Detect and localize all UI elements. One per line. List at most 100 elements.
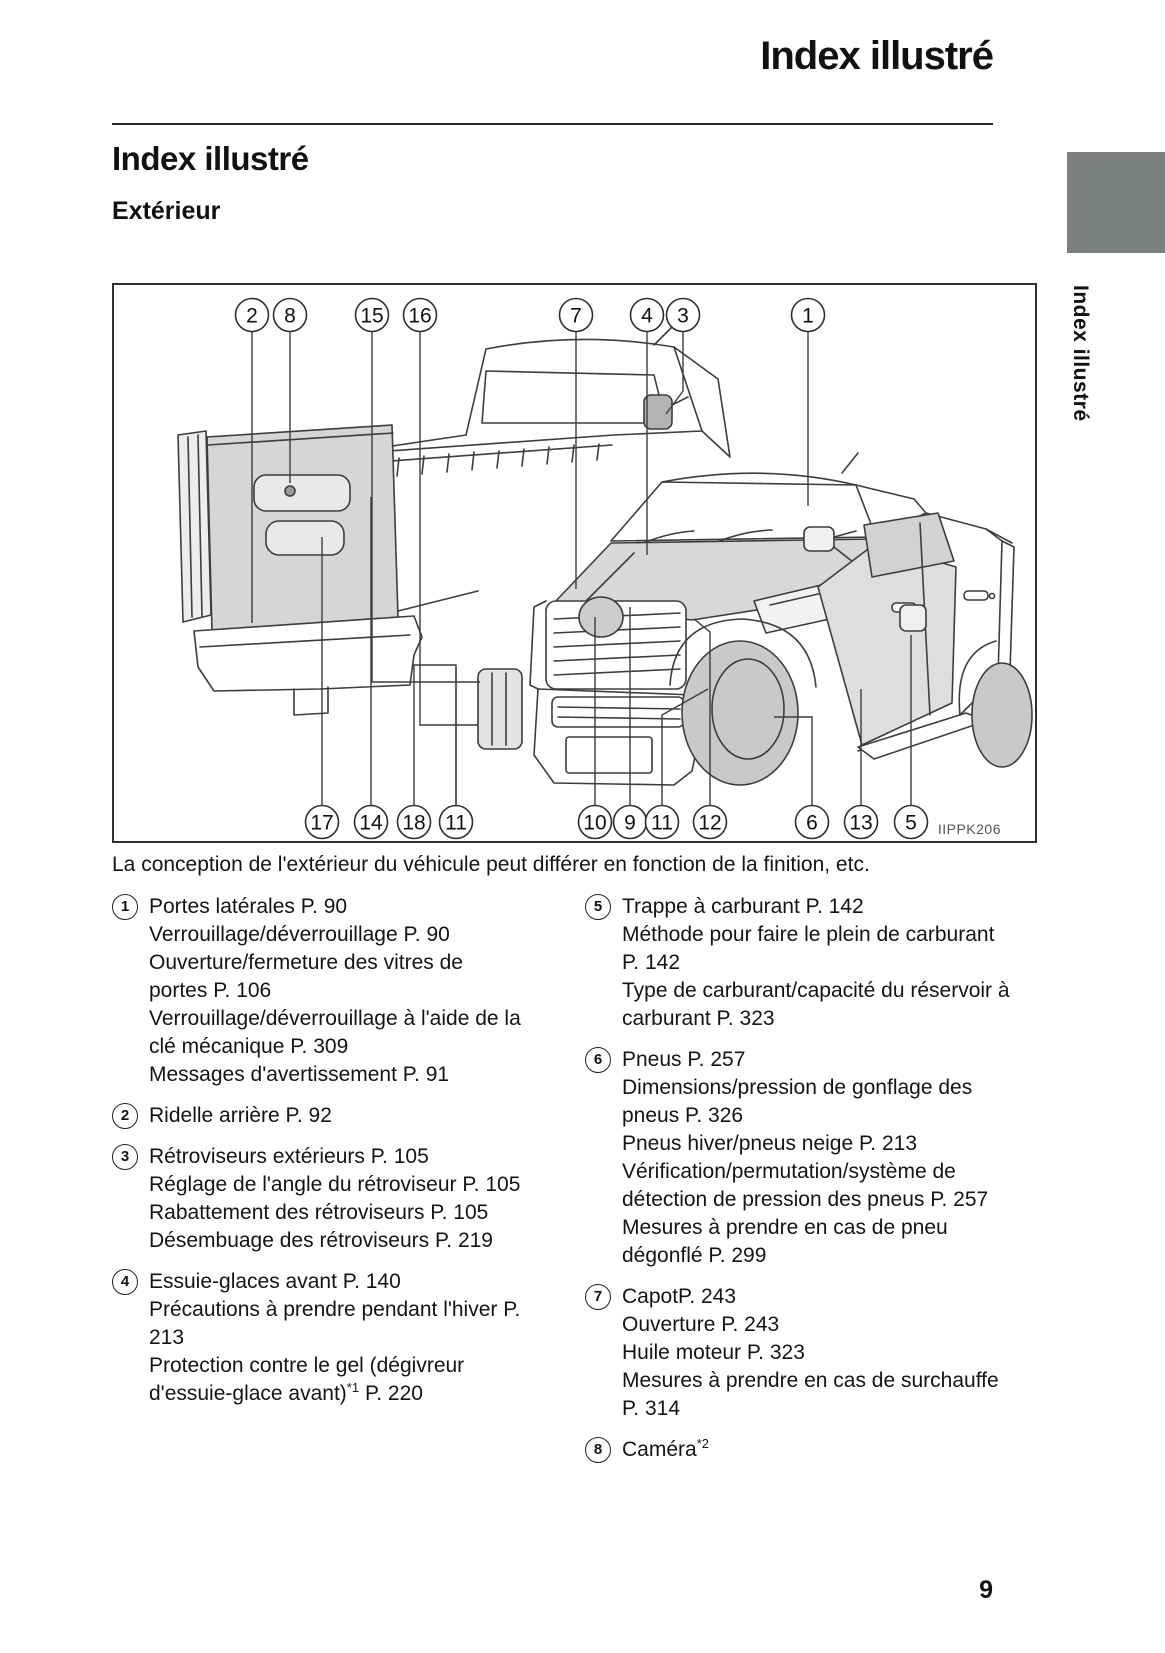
item-subentry: Désembuage des rétroviseurs P. 219 xyxy=(149,1229,493,1252)
callout-2: 2 xyxy=(234,297,270,333)
item-subentry: Pneus hiver/pneus neige P. 213 xyxy=(622,1132,918,1155)
item-number-badge: 4 xyxy=(112,1269,138,1295)
truck-line-art: 2 8 15 16 7 43 1 17 14 18 11 10 9 11 12 6 13 5 xyxy=(114,297,1035,840)
figure-code: IIPPK206 xyxy=(937,821,1001,837)
item-subentry: Verrouillage/déverrouillage P. 90 xyxy=(149,923,450,946)
item-subentry: Mesures à prendre en cas de pneu dégonfl… xyxy=(622,1216,948,1267)
item-title: Essuie-glaces avant P. 140 xyxy=(149,1270,401,1293)
callout-leader-line xyxy=(371,332,480,683)
svg-text:10: 10 xyxy=(583,812,606,835)
item-title: Portes latérales P. 90 xyxy=(149,895,348,918)
footnote-marker: *2 xyxy=(696,1436,710,1451)
item-subentry: Méthode pour faire le plein de carburant… xyxy=(622,923,995,974)
callout-11: 11 xyxy=(438,804,474,840)
index-left-column: 1 Portes latérales P. 90 Verrouillage/déve… xyxy=(112,893,527,1477)
callout-7: 7 xyxy=(558,297,594,333)
item-number-badge: 1 xyxy=(112,894,138,920)
callout-leader-lines xyxy=(251,332,912,805)
callout-4: 4 xyxy=(629,297,665,333)
item-subentry: Type de carburant/capacité du réservoir … xyxy=(622,979,1010,1030)
callout-leader-line xyxy=(665,332,684,415)
item-title: Caméra*2 xyxy=(622,1436,710,1461)
footnote-marker: *1 xyxy=(346,1380,360,1395)
item-number-badge: 8 xyxy=(585,1437,611,1463)
subsection-title: Extérieur xyxy=(112,197,221,225)
item-title: Pneus P. 257 xyxy=(622,1048,746,1071)
callout-leader-line xyxy=(774,716,813,805)
item-subentry: Ouverture P. 243 xyxy=(622,1313,780,1336)
callout-3: 3 xyxy=(665,297,701,333)
item-number-badge: 7 xyxy=(585,1284,611,1310)
callout-6: 6 xyxy=(794,804,830,840)
callout-8: 8 xyxy=(272,297,308,333)
svg-text:1: 1 xyxy=(802,305,814,328)
svg-text:6: 6 xyxy=(806,812,818,835)
svg-text:17: 17 xyxy=(310,812,333,835)
item-title: Rétroviseurs extérieurs P. 105 xyxy=(149,1145,429,1168)
callout-leader-line xyxy=(661,688,709,805)
item-subentry: Protection contre le gel (dégivreur d'es… xyxy=(149,1354,465,1405)
item-subentry: Huile moteur P. 323 xyxy=(622,1341,805,1364)
svg-text:18: 18 xyxy=(402,812,425,835)
item-subentry: Verrouillage/déverrouillage à l'aide de … xyxy=(149,1007,521,1058)
callout-leader-line xyxy=(693,618,711,805)
callout-16: 16 xyxy=(402,297,438,333)
chapter-tab-label: Index illustré xyxy=(1069,285,1092,422)
rear-truck-illustration xyxy=(178,319,730,749)
callout-14: 14 xyxy=(353,804,389,840)
svg-text:16: 16 xyxy=(408,305,431,328)
section-title: Index illustré xyxy=(112,140,309,177)
svg-text:11: 11 xyxy=(445,812,467,835)
callout-18: 18 xyxy=(396,804,432,840)
running-header-title: Index illustré xyxy=(760,34,994,78)
front-truck-illustration xyxy=(530,453,1032,785)
index-item-2: 2 Ridelle arrière P. 92 xyxy=(112,1102,527,1130)
callout-11: 11 xyxy=(644,804,680,840)
callout-15: 15 xyxy=(354,297,390,333)
svg-text:12: 12 xyxy=(698,812,721,835)
svg-text:5: 5 xyxy=(905,812,917,835)
svg-text:8: 8 xyxy=(284,305,296,328)
callout-10: 10 xyxy=(577,804,613,840)
svg-text:14: 14 xyxy=(359,812,383,835)
callout-17: 17 xyxy=(304,804,340,840)
item-subentry: Messages d'avertissement P. 91 xyxy=(149,1063,450,1086)
index-item-1: 1 Portes latérales P. 90 Verrouillage/déve… xyxy=(112,893,527,1089)
svg-text:13: 13 xyxy=(849,812,872,835)
item-subentry: Précautions à prendre pendant l'hiver P.… xyxy=(149,1298,521,1349)
item-subentry: Réglage de l'angle du rétroviseur P. 105 xyxy=(149,1173,521,1196)
item-title: Ridelle arrière P. 92 xyxy=(149,1104,332,1127)
callout-9: 9 xyxy=(612,804,648,840)
item-title: CapotP. 243 xyxy=(622,1285,737,1308)
item-subentry: Rabattement des rétroviseurs P. 105 xyxy=(149,1201,489,1224)
svg-text:7: 7 xyxy=(570,305,582,328)
index-item-8: 8 Caméra*2 xyxy=(585,1436,1013,1464)
chapter-tab-marker xyxy=(1067,152,1165,253)
page-number: 9 xyxy=(979,1576,993,1604)
svg-text:15: 15 xyxy=(360,305,383,328)
figure-note: La conception de l'extérieur du véhicule… xyxy=(112,853,870,876)
item-subentry: Vérification/permutation/système de déte… xyxy=(622,1160,989,1211)
svg-text:2: 2 xyxy=(246,305,258,328)
item-number-badge: 5 xyxy=(585,894,611,920)
item-subentry: Ouverture/fermeture des vitres de portes… xyxy=(149,951,463,1002)
item-number-badge: 2 xyxy=(112,1103,138,1129)
item-number-badge: 3 xyxy=(112,1144,138,1170)
callout-13: 13 xyxy=(843,804,879,840)
svg-text:11: 11 xyxy=(651,812,673,835)
svg-text:9: 9 xyxy=(624,812,636,835)
callout-leader-line xyxy=(419,332,478,726)
item-subentry: Mesures à prendre en cas de surchauffe P… xyxy=(622,1369,999,1420)
callout-12: 12 xyxy=(692,804,728,840)
callout-5: 5 xyxy=(893,804,929,840)
callout-1: 1 xyxy=(790,297,826,333)
